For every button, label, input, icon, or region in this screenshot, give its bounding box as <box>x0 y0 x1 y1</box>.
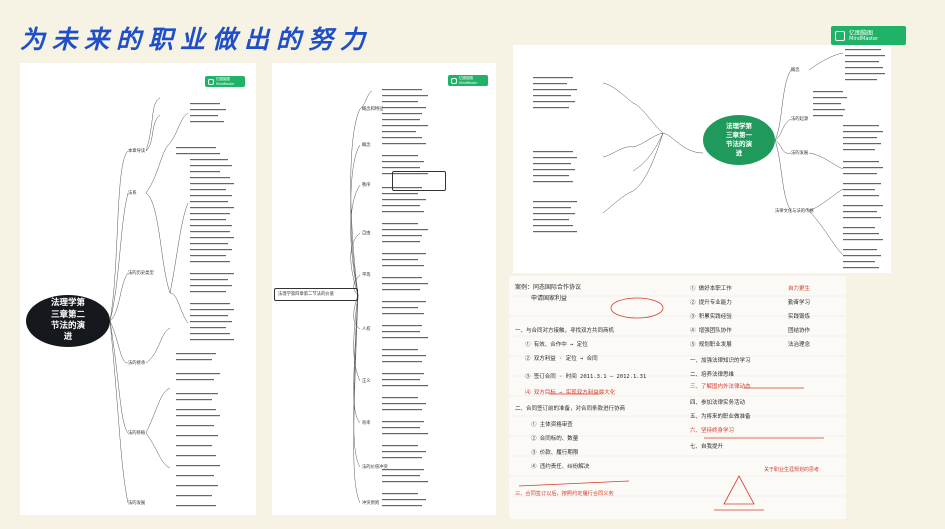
notes-left-line: ④ 违约责任、纠纷解决 <box>531 464 590 470</box>
mindmap-panel-origin: 法理学第 三章第一 节法的演 进 概念 法的起源 法的发展 法律文化与法的传统 <box>513 45 891 273</box>
mindmap-root-origin: 法理学第 三章第一 节法的演 进 <box>703 115 775 165</box>
notes-right-line: ③ 积累实践经验 <box>690 314 732 320</box>
notes-right-line: 三、了解国内外法律动态 <box>690 384 751 390</box>
mindmaster-logo: 亿图脑图 MindMaster <box>831 26 906 45</box>
notes-left-line: ① 主体资格审查 <box>531 422 573 428</box>
mindmap-panel-evolution: 亿图脑图 MindMaster <box>20 63 256 515</box>
notes-left-line: ⑷ 双方目标 → 实现双方利益最大化 <box>525 390 616 396</box>
notes-right-line: 一、加强法律知识的学习 <box>690 358 751 364</box>
notes-left-line: ③ 价款、履行期限 <box>531 450 579 456</box>
notes-left-line: 一、与合同对方接触，寻找双方共同商机 <box>515 328 615 334</box>
notes-right-line: ④ 增强团队协作 <box>690 328 732 334</box>
branch-label: 法律文化与法的传统 <box>775 209 814 214</box>
notes-left-line: ③ 签订合同 · 时间 2011.3.1 — 2012.1.31 <box>525 374 647 380</box>
mindmap-connectors <box>350 89 428 507</box>
notes-left-line: 案例：同态国际合作协议 <box>515 284 582 291</box>
logo-text-cn: 亿图脑图 <box>849 30 874 37</box>
branch-label: 概念和特征 <box>362 107 384 112</box>
handwritten-notes-right: ① 做好本职工作 ② 提升专业能力 ③ 积累实践经验 ④ 增强团队协作 ⑤ 规划… <box>684 276 846 519</box>
note-doodles <box>509 295 684 497</box>
notes-right-col: 法治理念 <box>788 342 811 348</box>
branch-label: 法的移植 <box>128 431 146 436</box>
branch-label: 法的发展 <box>791 151 809 156</box>
note-doodles <box>684 295 846 511</box>
notes-right-col: 勤奋学习 <box>788 300 811 306</box>
logo-text-en: MindMaster <box>849 36 879 42</box>
notes-right-line: 四、参加法律实务活动 <box>690 400 746 406</box>
branch-label: 法的价值冲突 <box>362 465 388 470</box>
notes-left-line: ② 合同标的、数量 <box>531 436 579 442</box>
notes-right-line: ② 提升专业能力 <box>690 300 732 306</box>
branch-label: 人权 <box>362 327 371 332</box>
mindmap-root-evolution: 法理学第 三章第二 节法的演 进 <box>26 295 110 347</box>
branch-label: 冲突原则 <box>362 501 380 506</box>
branch-label: 自由 <box>362 231 371 236</box>
notes-left-line: 申请国家利益 <box>531 295 568 302</box>
branch-label: 秩序 <box>362 183 371 188</box>
branch-label: 平等 <box>362 273 371 278</box>
notes-right-line: 七、自我提升 <box>690 444 724 450</box>
branch-label: 概念 <box>362 143 371 148</box>
branch-label: 效率 <box>362 421 371 426</box>
notes-right-line: 五、为将来的职业做准备 <box>690 414 751 420</box>
notes-right-col: 团结协作 <box>788 328 811 334</box>
notes-right-line: 六、坚持终身学习 <box>690 428 735 434</box>
notes-right-col: 实践锻炼 <box>788 314 811 320</box>
notes-right-col: 自力更生 <box>788 286 811 292</box>
mindmap-connectors <box>109 97 234 507</box>
branch-label: 法系 <box>128 191 137 196</box>
mindmaster-icon <box>835 30 845 41</box>
notes-right-bottom: 关于职业生涯规划的思考 <box>764 467 820 473</box>
mindmaster-logo-small: 亿图脑图 MindMaster <box>448 75 488 86</box>
branch-label: 法的发展 <box>128 501 146 506</box>
highlight-box <box>392 171 446 191</box>
notes-right-line: 二、培养法律思维 <box>690 372 735 378</box>
branch-label: 本章导读 <box>128 149 146 154</box>
notes-right-line: ⑤ 规划职业发展 <box>690 342 732 348</box>
mindmaster-logo-small: 亿图脑图 MindMaster <box>205 76 245 87</box>
notes-left-line: ① 有效、合作中 → 定位 <box>525 342 588 348</box>
branch-label: 法的历史类型 <box>128 271 154 276</box>
mindmap-panel-value: 亿图脑图 MindMaster <box>272 63 496 515</box>
page-title: 为未来的职业做出的努力 <box>20 25 373 54</box>
notes-left-line: 二、合同签订前的准备，对合同条款进行协商 <box>515 406 626 412</box>
branch-label: 概念 <box>791 68 800 73</box>
notes-left-line: ② 双方利益 · 定位 → 合同 <box>525 356 598 362</box>
mindmap-root-value: 法理学第四章第二节法的价值 <box>274 288 358 301</box>
branch-label: 法的起源 <box>791 117 809 122</box>
branch-label: 法的继承 <box>128 361 146 366</box>
notes-right-line: ① 做好本职工作 <box>690 286 732 292</box>
branch-label: 正义 <box>362 379 371 384</box>
handwritten-notes-left: 案例：同态国际合作协议 申请国家利益 一、与合同对方接触，寻找双方共同商机 ① … <box>509 276 684 519</box>
mindmap-connectors <box>533 49 885 269</box>
notes-left-line: 三、合同签订以后，按照约定履行合同义务 <box>515 491 614 497</box>
